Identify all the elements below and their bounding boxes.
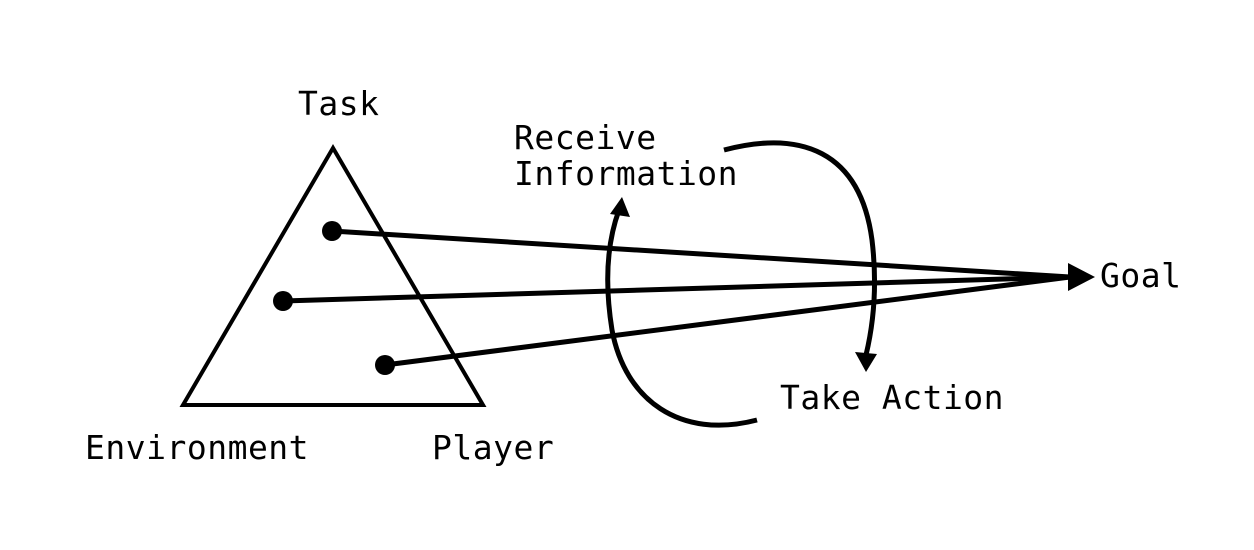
environment-goal-line	[282, 274, 1071, 304]
environment-dot	[273, 291, 293, 311]
player-dot	[375, 355, 395, 375]
receive-to-action-arc	[723, 140, 877, 356]
receive-to-action-arrowhead	[855, 352, 877, 372]
receive-information-label-line1: Receive	[514, 118, 657, 157]
task-goal-line	[331, 228, 1071, 280]
goal-arrowhead	[1068, 263, 1095, 291]
environment-label: Environment	[85, 428, 310, 467]
action-to-receive-arrowhead	[610, 197, 630, 217]
goal-label: Goal	[1100, 256, 1182, 295]
task-triangle	[179, 144, 487, 407]
player-goal-line	[384, 274, 1071, 368]
task-dot	[322, 221, 342, 241]
take-action-label: Take Action	[780, 378, 1005, 417]
task-label: Task	[298, 84, 380, 123]
receive-information-label-line2: Information	[514, 154, 739, 193]
player-label: Player	[432, 428, 555, 467]
action-to-receive-arc	[605, 209, 758, 428]
